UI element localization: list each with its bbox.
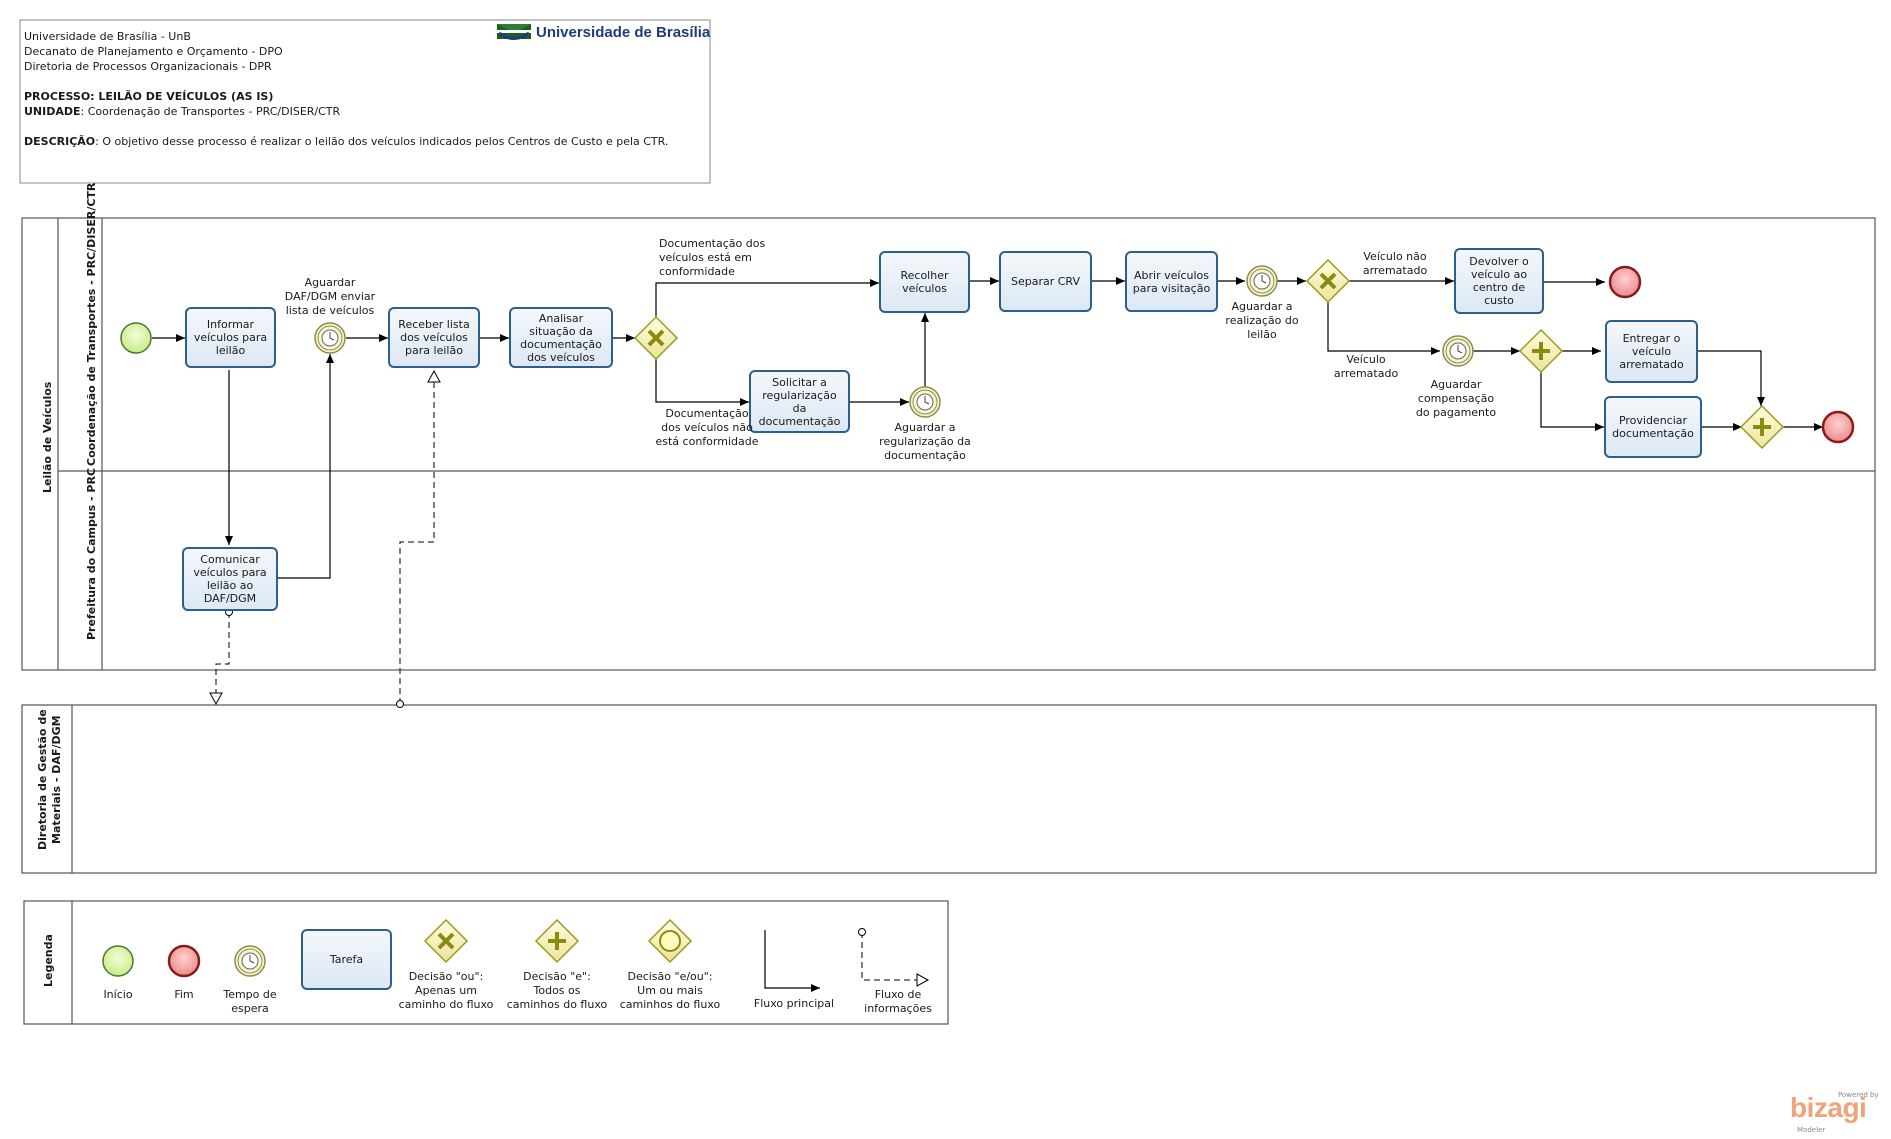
label-doc-conforme: Documentação dos veículos está em confor… (659, 237, 766, 278)
header-description: DESCRIÇÃO: O objetivo desse processo é r… (24, 135, 669, 148)
task-receber[interactable]: Receber lista dos veículos para leilão (388, 307, 480, 368)
task-informar[interactable]: Informar veículos para leilão (185, 307, 276, 368)
end-event (1608, 265, 1642, 299)
lane-label-ctr: Coordenação de Transportes - PRC/DISER/C… (85, 182, 98, 466)
info-flow (209, 608, 233, 706)
unb-logo-icon (497, 24, 531, 40)
lane-label-prc: Prefeitura do Campus - PRC (85, 467, 98, 640)
legend-end-icon (167, 944, 201, 978)
flow (655, 279, 879, 318)
unb-logo-text: Universidade de Brasília (536, 24, 711, 41)
parallel-gateway (1739, 404, 1785, 450)
flow (1327, 301, 1440, 355)
legend-and-gateway-icon (534, 918, 580, 964)
bizagi-logo: bizagi (1790, 1092, 1867, 1123)
powered-by-text: Powered by (1838, 1091, 1879, 1099)
task-solicitar[interactable]: Solicitar a regularização da documentaçã… (749, 370, 850, 433)
dgm-pool (21, 704, 1877, 874)
legend-xor-gateway-icon (423, 918, 469, 964)
task-comunicar[interactable]: Comunicar veículos para leilão ao DAF/DG… (182, 547, 278, 611)
label-aguardar-regularizacao: Aguardar a regularização da documentação (879, 421, 971, 462)
legend-fluxo-info-label: Fluxo de informações (864, 988, 932, 1015)
legend-e-label: Decisão "e": Todos os caminhos do fluxo (506, 970, 608, 1011)
legend-main-flow (764, 930, 820, 992)
legend-timer-icon (234, 945, 266, 977)
legend-start-icon (102, 945, 134, 977)
task-providenciar[interactable]: Providenciar documentação (1604, 396, 1702, 458)
legend-fim-label: Fim (174, 988, 194, 1001)
task-entregar[interactable]: Entregar o veículo arrematado (1605, 320, 1698, 383)
label-arrematado: Veículo arrematado (1333, 353, 1399, 380)
flow (278, 354, 334, 579)
task-separar[interactable]: Separar CRV (999, 251, 1092, 312)
legend-title: Legenda (42, 934, 55, 987)
legend-tempo-label: Tempo de espera (223, 988, 277, 1015)
end-event (1821, 410, 1855, 444)
task-recolher[interactable]: Recolher veículos (879, 251, 970, 313)
header-org: Universidade de Brasília - UnB (24, 30, 191, 43)
header-process: PROCESSO: LEILÃO DE VEÍCULOS (AS IS) (24, 90, 274, 103)
label-aguardar-pagamento: Aguardar compensação do pagamento (1415, 378, 1497, 419)
timer-event (314, 322, 346, 354)
flow (1540, 371, 1604, 431)
flow (1698, 350, 1765, 406)
legend-ou-label: Decisão "ou": Apenas um caminho do fluxo (398, 970, 494, 1011)
label-aguardar-leilao: Aguardar a realização do leilão (1225, 300, 1299, 341)
header-unit: UNIDADE: Coordenação de Transportes - PR… (24, 105, 341, 118)
start-event (120, 322, 152, 354)
task-devolver[interactable]: Devolver o veículo ao centro de custo (1454, 248, 1544, 314)
label-nao-arrematado: Veículo não arrematado (1362, 250, 1428, 277)
flow (655, 358, 749, 406)
timer-event (1246, 265, 1278, 297)
info-flow (396, 369, 441, 708)
legend-fluxo-principal-label: Fluxo principal (753, 997, 835, 1010)
timer-event (1442, 335, 1474, 367)
exclusive-gateway (1305, 258, 1351, 304)
header-decanato: Decanato de Planejamento e Orçamento - D… (24, 45, 283, 58)
pool-label-main: Leilão de Veículos (41, 381, 54, 493)
header-box (19, 19, 711, 184)
parallel-gateway (1518, 328, 1564, 374)
legend-or-gateway-icon (647, 918, 693, 964)
legend-eou-label: Decisão "e/ou": Um ou mais caminhos do f… (619, 970, 721, 1011)
legend-info-flow (858, 928, 930, 987)
task-abrir[interactable]: Abrir veículos para visitação (1125, 251, 1218, 312)
label-aguardar-daf: Aguardar DAF/DGM enviar lista de veículo… (284, 276, 376, 317)
task-analisar[interactable]: Analisar situação da documentação dos ve… (509, 307, 613, 368)
legend-task-shape: Tarefa (301, 929, 392, 990)
label-doc-nao-conforme: Documentação dos veículos não está confo… (655, 407, 759, 448)
timer-event (909, 386, 941, 418)
modeler-text: Modeler (1797, 1126, 1826, 1134)
pool-label-dgm: Diretoria de Gestão de Materiais - DAF/D… (36, 709, 63, 850)
exclusive-gateway (633, 315, 679, 361)
legend-inicio-label: Início (103, 988, 133, 1001)
header-diretoria: Diretoria de Processos Organizacionais -… (24, 60, 272, 73)
